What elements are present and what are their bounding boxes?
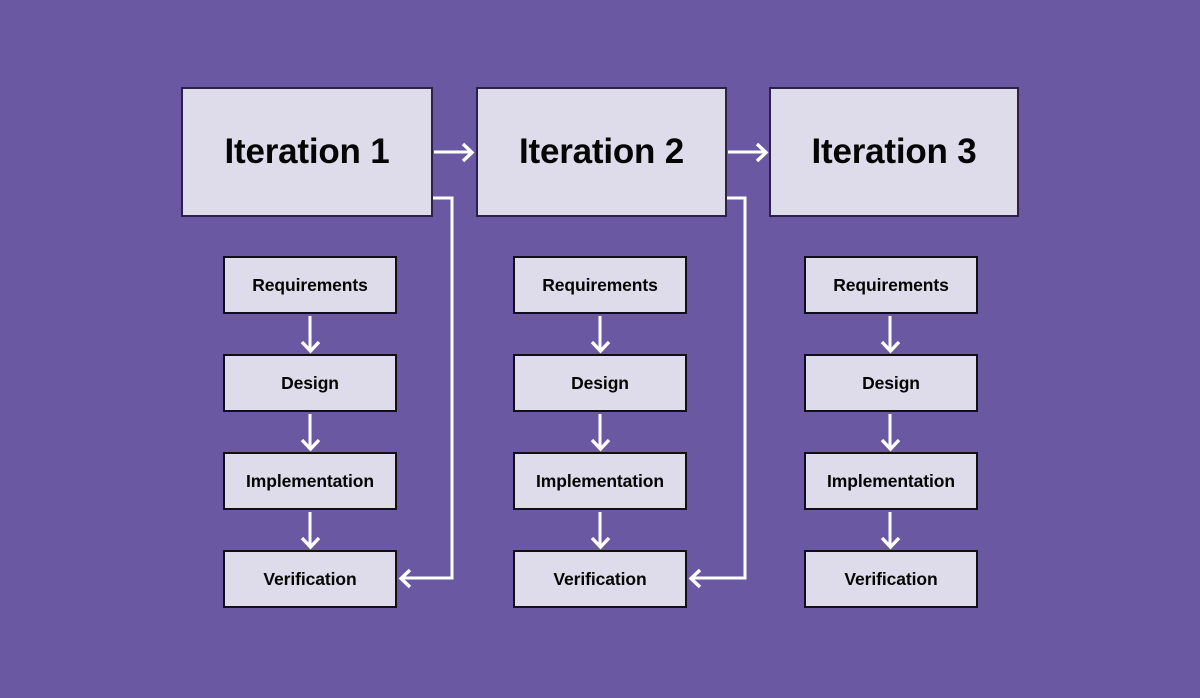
phase-col1-implementation-label: Implementation <box>246 470 374 491</box>
phase-col1-verification-label: Verification <box>263 568 357 589</box>
phase-col1-design[interactable]: Design <box>223 354 397 412</box>
iteration-header-2-label: Iteration 2 <box>518 132 685 171</box>
phase-col3-design-label: Design <box>862 372 920 393</box>
iteration-header-1[interactable]: Iteration 1 <box>181 87 433 217</box>
arrow-col2-design-to-implementation <box>590 414 611 452</box>
arrow-iteration-1-feedback-to-verification <box>398 196 454 589</box>
arrow-iteration-2-to-iteration-3 <box>728 142 769 163</box>
arrow-col3-requirements-to-design <box>880 316 901 354</box>
phase-col2-implementation-label: Implementation <box>536 470 664 491</box>
arrow-col1-requirements-to-design <box>300 316 321 354</box>
arrow-col1-implementation-to-verification <box>300 512 321 550</box>
phase-col3-requirements[interactable]: Requirements <box>804 256 978 314</box>
phase-col1-requirements-label: Requirements <box>252 274 368 295</box>
iteration-header-2[interactable]: Iteration 2 <box>476 87 727 217</box>
arrow-col2-implementation-to-verification <box>590 512 611 550</box>
phase-col3-verification[interactable]: Verification <box>804 550 978 608</box>
phase-col2-verification[interactable]: Verification <box>513 550 687 608</box>
iteration-header-3[interactable]: Iteration 3 <box>769 87 1019 217</box>
phase-col2-requirements-label: Requirements <box>542 274 658 295</box>
phase-col3-implementation[interactable]: Implementation <box>804 452 978 510</box>
arrow-col1-design-to-implementation <box>300 414 321 452</box>
iteration-header-1-label: Iteration 1 <box>224 132 390 171</box>
arrow-iteration-2-feedback-to-verification <box>688 196 747 589</box>
phase-col2-verification-label: Verification <box>553 568 647 589</box>
phase-col3-verification-label: Verification <box>844 568 938 589</box>
phase-col2-design[interactable]: Design <box>513 354 687 412</box>
phase-col3-implementation-label: Implementation <box>827 470 955 491</box>
phase-col3-requirements-label: Requirements <box>833 274 949 295</box>
iteration-header-3-label: Iteration 3 <box>811 132 977 171</box>
arrow-iteration-1-to-iteration-2 <box>434 142 475 163</box>
phase-col1-implementation[interactable]: Implementation <box>223 452 397 510</box>
arrow-col3-implementation-to-verification <box>880 512 901 550</box>
arrow-col2-requirements-to-design <box>590 316 611 354</box>
phase-col1-design-label: Design <box>281 372 339 393</box>
arrow-col3-design-to-implementation <box>880 414 901 452</box>
phase-col3-design[interactable]: Design <box>804 354 978 412</box>
phase-col2-design-label: Design <box>571 372 629 393</box>
phase-col2-implementation[interactable]: Implementation <box>513 452 687 510</box>
phase-col1-verification[interactable]: Verification <box>223 550 397 608</box>
phase-col2-requirements[interactable]: Requirements <box>513 256 687 314</box>
phase-col1-requirements[interactable]: Requirements <box>223 256 397 314</box>
